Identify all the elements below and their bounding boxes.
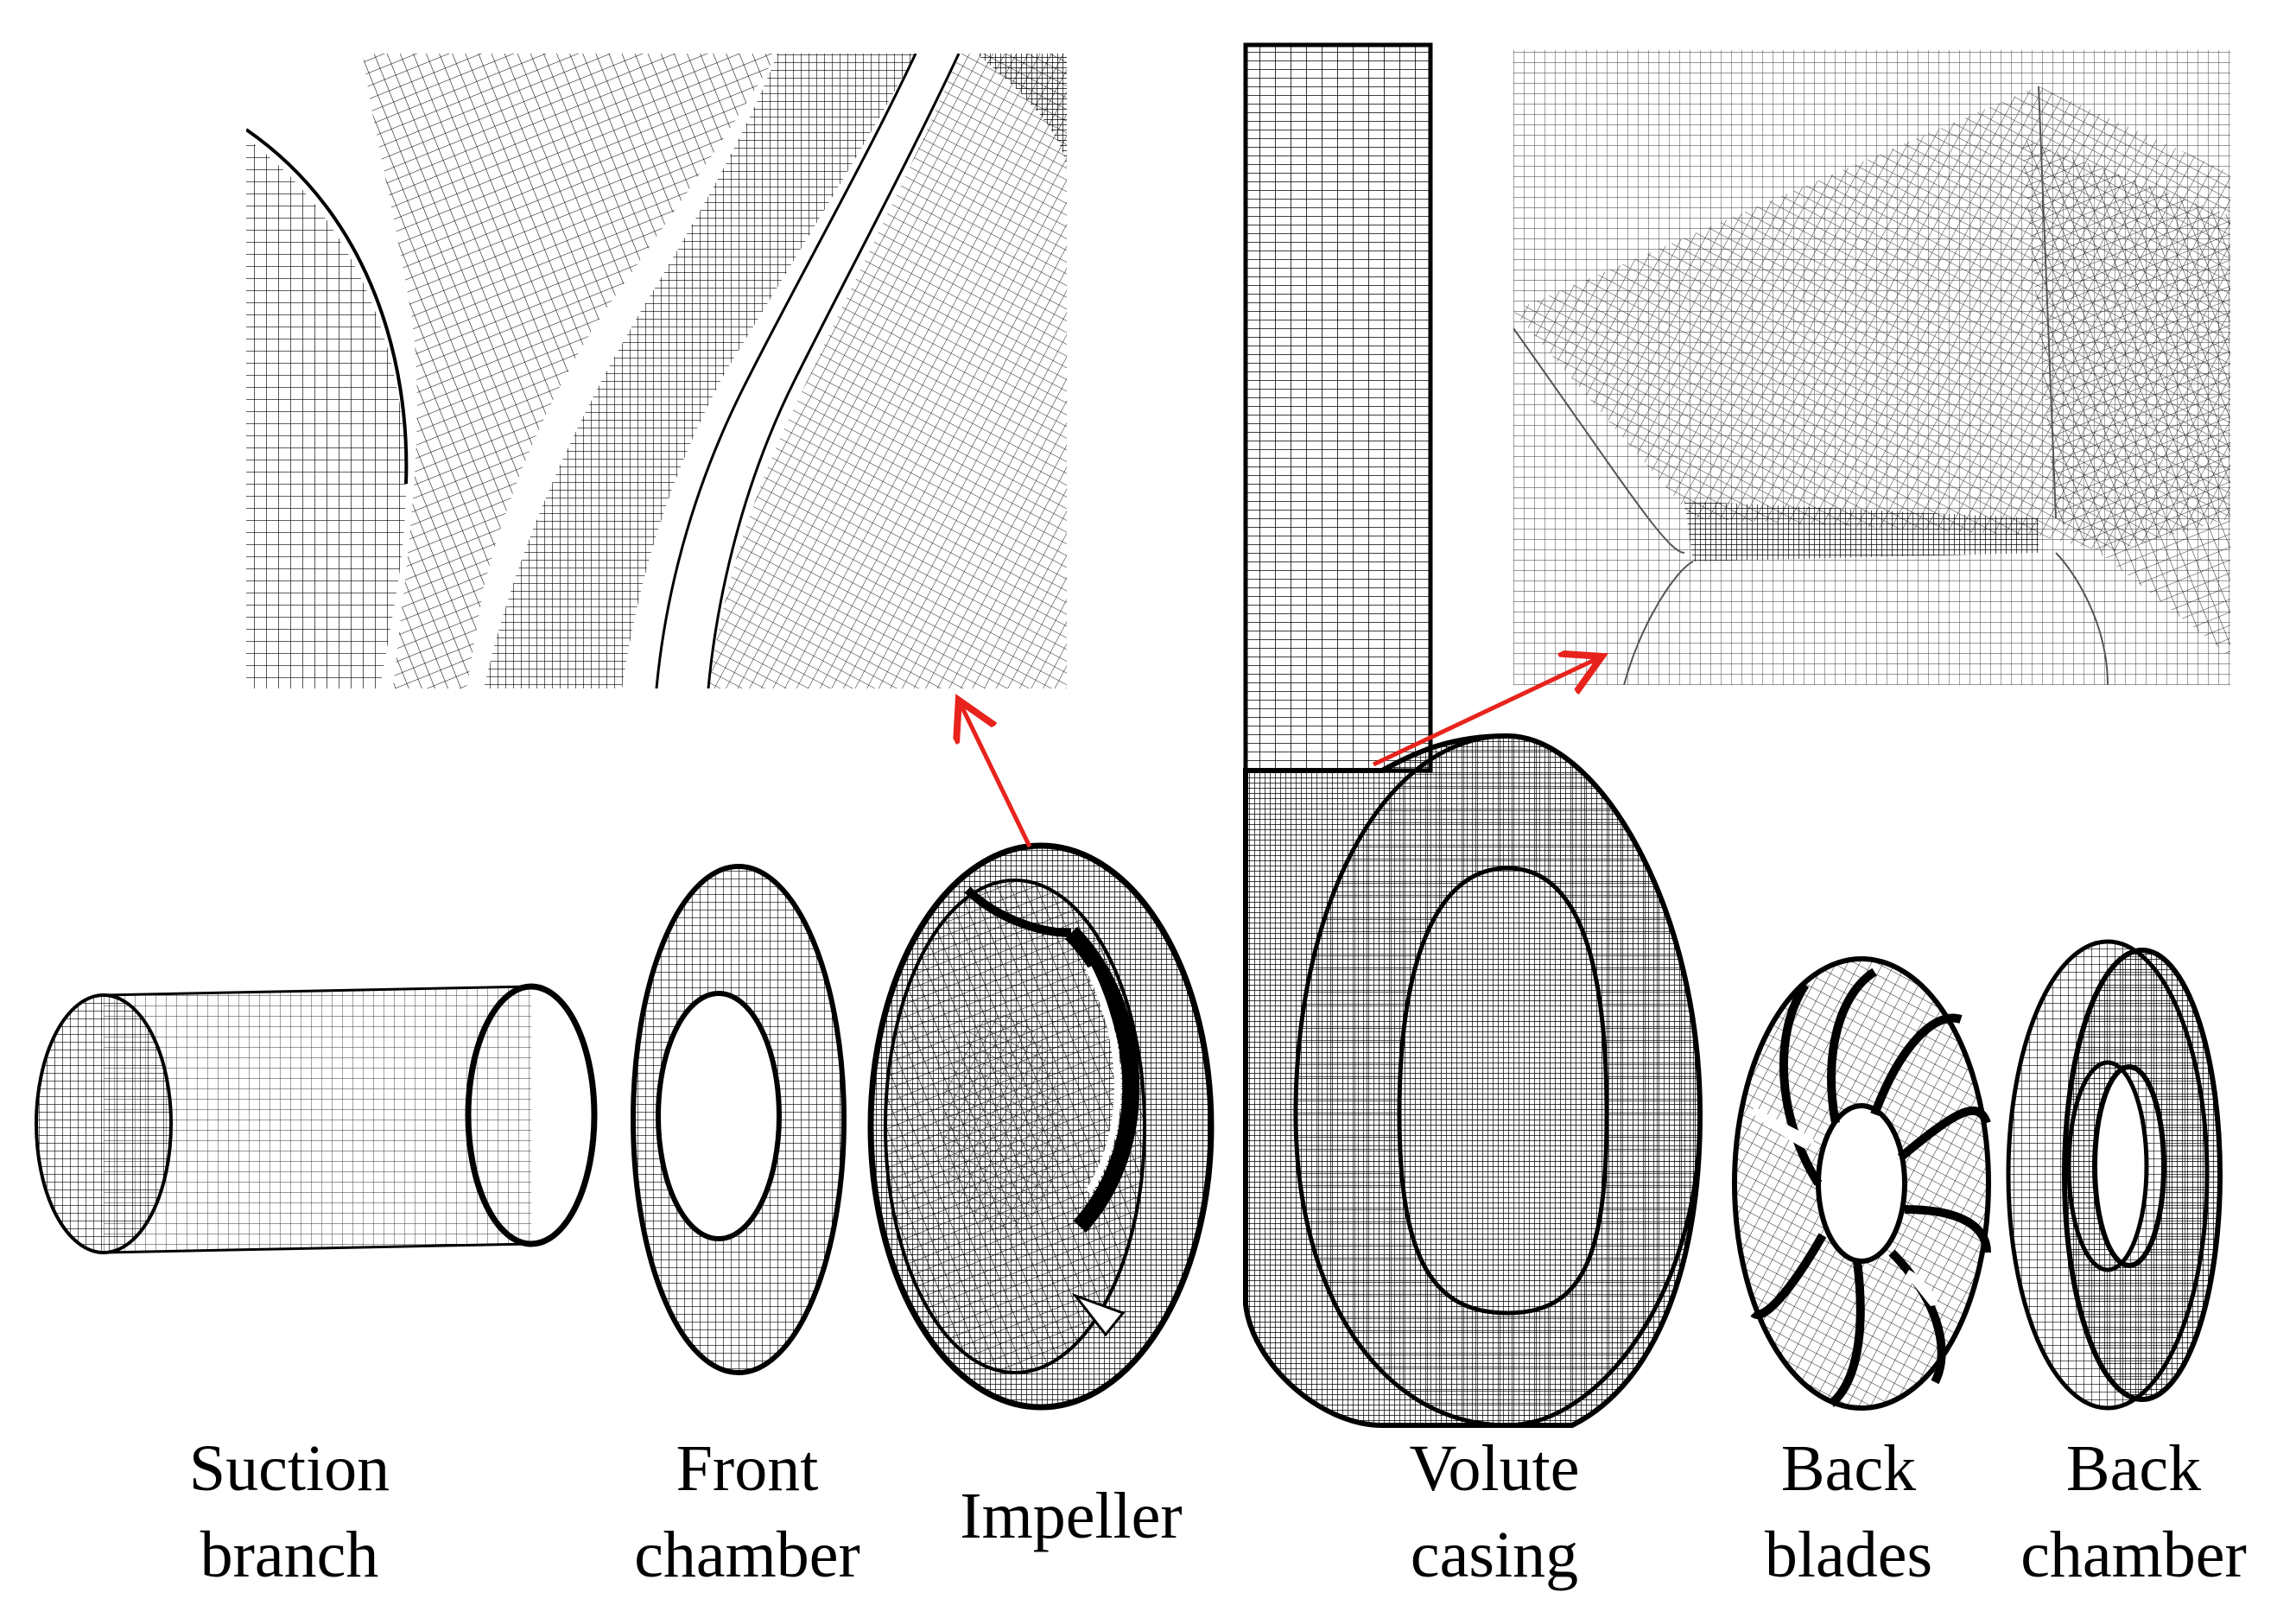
label-back-blades-line2: blades — [1764, 1519, 1933, 1591]
label-front-chamber-line1: Front — [675, 1432, 819, 1505]
back-chamber-mesh — [2006, 939, 2223, 1411]
label-back-chamber: Back chamber — [1995, 1425, 2272, 1598]
impeller-mesh-closeup — [246, 54, 1067, 688]
impeller-callout-arrow — [961, 704, 1032, 848]
volute-callout-arrow — [1372, 658, 1598, 767]
impeller-mesh — [867, 842, 1215, 1411]
label-back-chamber-line1: Back — [2065, 1432, 2202, 1505]
back-blades-mesh — [1732, 955, 1991, 1411]
label-volute-casing-line2: casing — [1410, 1519, 1579, 1591]
label-front-chamber-line2: chamber — [634, 1519, 860, 1591]
front-chamber-mesh — [631, 863, 847, 1376]
label-back-chamber-line2: chamber — [2020, 1519, 2247, 1591]
volute-casing-mesh — [1243, 42, 1703, 1428]
label-back-blades: Back blades — [1745, 1425, 1952, 1598]
suction-branch-mesh — [35, 983, 598, 1254]
label-suction-branch: Suction branch — [177, 1425, 402, 1598]
label-suction-branch-line1: Suction — [188, 1432, 390, 1505]
label-impeller-line1: Impeller — [960, 1480, 1183, 1552]
volute-tongue-mesh-closeup — [1513, 50, 2230, 685]
label-front-chamber: Front chamber — [618, 1425, 877, 1598]
label-volute-casing: Volute casing — [1365, 1425, 1624, 1598]
label-back-blades-line1: Back — [1780, 1432, 1917, 1505]
label-suction-branch-line2: branch — [200, 1519, 379, 1591]
label-impeller: Impeller — [937, 1473, 1205, 1559]
label-volute-casing-line1: Volute — [1409, 1432, 1580, 1505]
